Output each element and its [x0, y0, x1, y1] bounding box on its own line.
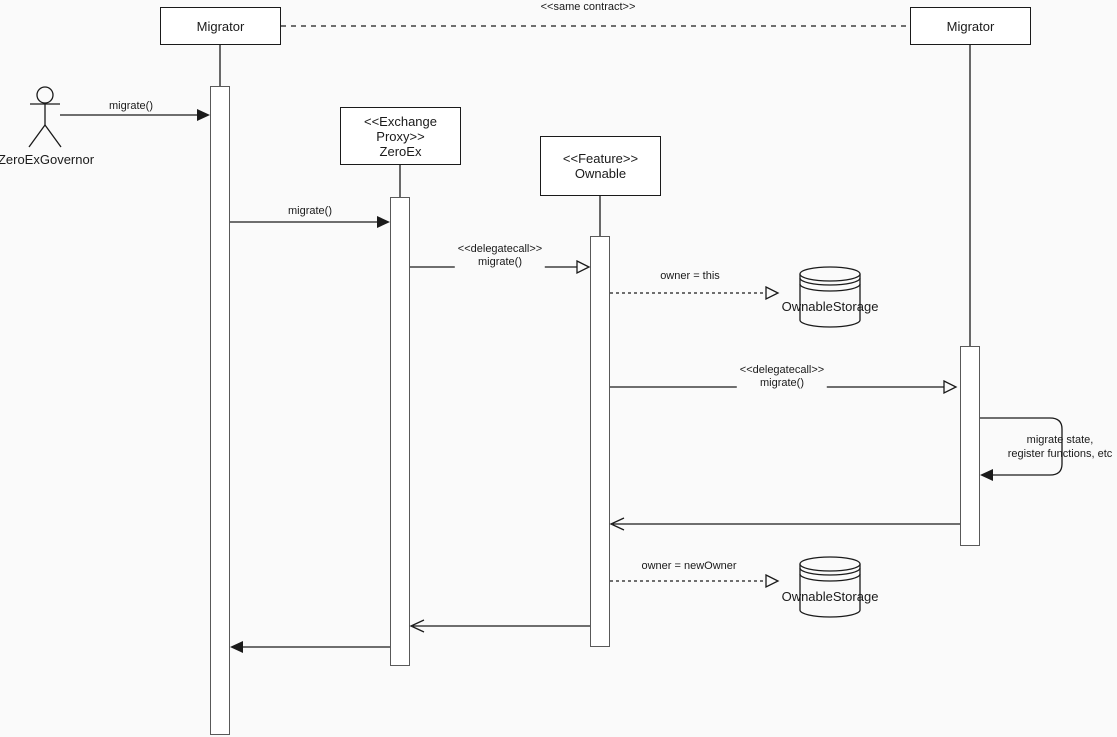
- activation-bar-feature-ownable: [590, 236, 610, 647]
- feature-ownable-stereotype: <<Feature>>: [562, 151, 639, 166]
- actor-icon: [28, 86, 62, 148]
- arrow-owner-this: [610, 285, 780, 301]
- activation-bar-exchange-proxy: [390, 197, 410, 666]
- message-label-ownable-delegatecall: <<delegatecall>> migrate(): [736, 364, 828, 390]
- actor-label: ZeroExGovernor: [0, 152, 95, 167]
- ownable-delegatecall-stereotype: <<delegatecall>>: [739, 364, 825, 376]
- activation-bar-migrator-left: [210, 86, 230, 735]
- proxy-delegatecall-stereotype: <<delegatecall>>: [457, 243, 543, 255]
- storage-label-top: OwnableStorage: [781, 299, 879, 314]
- message-label-owner-newowner: owner = newOwner: [641, 560, 737, 572]
- message-label-owner-this: owner = this: [660, 270, 720, 282]
- message-label-proxy-delegatecall: <<delegatecall>> migrate(): [454, 243, 546, 269]
- database-icon-top: [799, 266, 861, 328]
- message-label-self-call: migrate state, register functions, etc: [1003, 433, 1117, 461]
- ownable-delegatecall-name: migrate(): [759, 377, 805, 389]
- activation-bar-migrator-right: [960, 346, 980, 546]
- database-icon-bottom: [799, 556, 861, 618]
- lifeline-head-migrator-left: Migrator: [160, 7, 281, 45]
- lifeline-head-exchange-proxy: <<Exchange Proxy>> ZeroEx: [340, 107, 461, 165]
- message-label-migrator-migrate: migrate(): [287, 205, 333, 217]
- proxy-delegatecall-name: migrate(): [477, 256, 523, 268]
- arrow-return-ownable-proxy: [409, 619, 590, 633]
- message-label-actor-migrate: migrate(): [108, 100, 154, 112]
- exchange-proxy-name: ZeroEx: [379, 143, 422, 159]
- arrow-owner-newowner: [610, 573, 780, 589]
- arrow-return-migrator-ownable: [609, 517, 960, 531]
- self-call-line1: migrate state,: [1026, 434, 1094, 446]
- arrow-return-proxy-migrator: [230, 641, 390, 653]
- self-call-line2: register functions, etc: [1007, 448, 1113, 460]
- lifeline-head-feature-ownable: <<Feature>> Ownable: [540, 136, 661, 196]
- lifeline-head-migrator-right: Migrator: [910, 7, 1031, 45]
- storage-label-bottom: OwnableStorage: [781, 589, 879, 604]
- migrator-left-title: Migrator: [196, 18, 245, 34]
- feature-ownable-name: Ownable: [574, 166, 627, 181]
- exchange-proxy-stereotype: <<Exchange Proxy>>: [363, 113, 437, 144]
- same-contract-label: <<same contract>>: [540, 1, 636, 13]
- migrator-right-title: Migrator: [946, 18, 995, 34]
